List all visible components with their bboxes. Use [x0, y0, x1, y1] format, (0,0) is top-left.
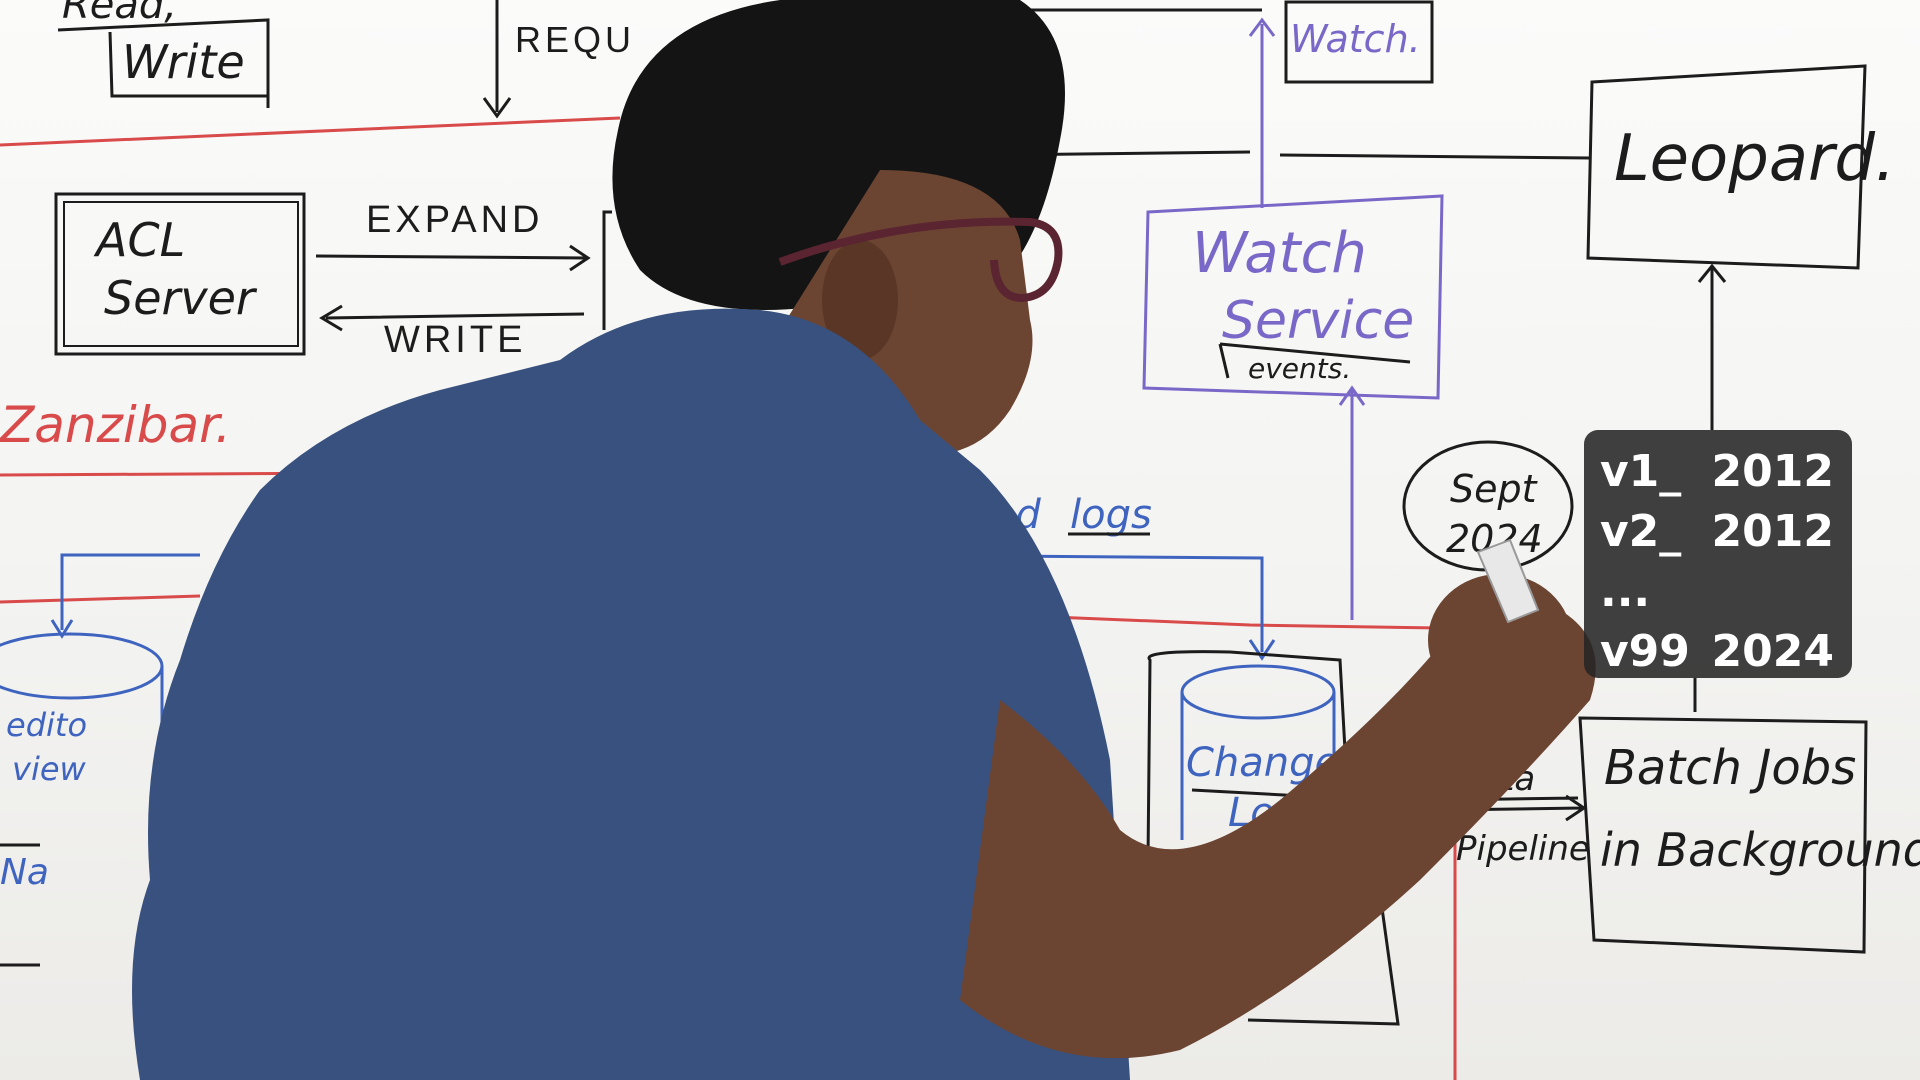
- acl-label: ACL: [93, 213, 185, 267]
- glasses-icon: [778, 217, 1063, 303]
- expand-label: EXPAND: [366, 199, 543, 241]
- request-label: REQU: [515, 19, 635, 60]
- batch-jobs-label-1: Batch Jobs: [1604, 740, 1856, 796]
- watch-service-box: Watch Service events.: [1142, 194, 1444, 400]
- editor-label-2: view: [12, 750, 87, 788]
- write-arrow-label: WRITE: [384, 319, 526, 361]
- overlay-version: v1_: [1600, 446, 1682, 497]
- overlay-version: v99: [1600, 626, 1690, 677]
- sept-circle: Sept 2024: [1402, 440, 1574, 572]
- sept-label: Sept: [1450, 467, 1539, 511]
- overlay-version: v2_: [1600, 506, 1682, 557]
- leopard-label: Leopard.: [1614, 122, 1895, 196]
- editor-label-1: edito: [6, 706, 87, 744]
- overlay-row: v2_ 2012: [1600, 502, 1834, 562]
- presenter-shirt: [132, 308, 1130, 1080]
- overlay-row: v1_ 2012: [1600, 442, 1834, 502]
- read-write-note: Read, Write: [57, 0, 270, 108]
- watch-box: Watch.: [1284, 0, 1434, 84]
- marker-icon: [1476, 538, 1540, 624]
- watch-small-label: Watch.: [1290, 17, 1421, 61]
- overlay-row: v99 2024: [1600, 622, 1834, 682]
- purple-arrows: [1248, 17, 1366, 620]
- watch-service-label-2: Service: [1222, 291, 1414, 351]
- zanzibar-label: Zanzibar.: [0, 396, 231, 454]
- request-arrow: REQU: [482, 0, 635, 119]
- append-logs-label-2: logs: [1070, 492, 1152, 538]
- expand-write-arrows: EXPAND WRITE: [315, 199, 612, 361]
- overlay-year: 2012: [1711, 506, 1834, 557]
- presenter: [132, 0, 1596, 1080]
- pipeline-label: Pipeline: [1456, 829, 1590, 869]
- overlay-version: ...: [1600, 566, 1651, 617]
- overlay-year: 2024: [1711, 626, 1834, 677]
- write-small-label: Write: [122, 35, 245, 89]
- overlay-row: ...: [1600, 562, 1834, 622]
- editor-db: edito view Na: [0, 632, 164, 967]
- watch-service-label-1: Watch: [1192, 221, 1367, 286]
- blue-lines: [50, 553, 1276, 661]
- batch-jobs-label-2: in Background: [1600, 823, 1920, 877]
- presenter-arm: [960, 610, 1596, 1059]
- read-label: Read,: [62, 0, 177, 28]
- acl-server-box: ACL Server: [54, 192, 306, 356]
- presenter-ear: [822, 240, 898, 360]
- server-label: Server: [104, 271, 258, 325]
- leopard-box: Leopard.: [1586, 64, 1895, 270]
- version-overlay-card: v1_ 2012 v2_ 2012 ... v99 2024: [1584, 430, 1852, 678]
- batch-jobs-box: Batch Jobs in Background: [1578, 716, 1920, 954]
- na-label: Na: [0, 852, 49, 893]
- events-label: events.: [1248, 352, 1351, 385]
- overlay-year: 2012: [1711, 446, 1834, 497]
